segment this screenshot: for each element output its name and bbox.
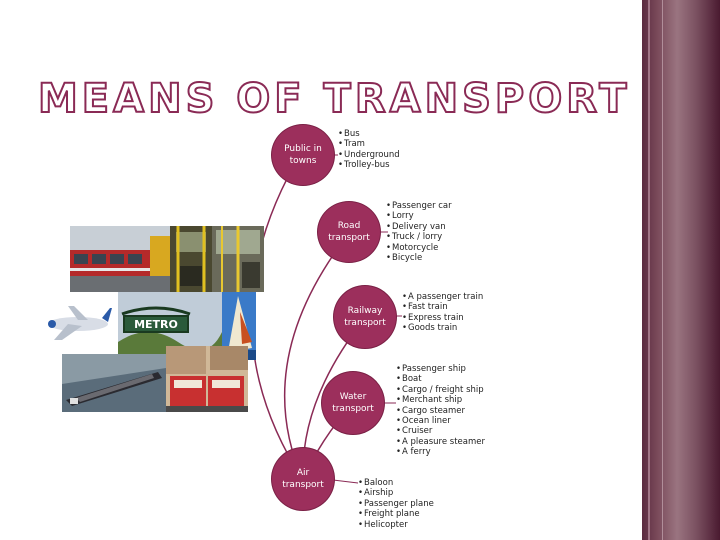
list-item: Passenger ship (396, 364, 485, 374)
water-transport-list: Passenger ship Boat Cargo / freight ship… (396, 364, 485, 458)
list-item: Bus (338, 129, 400, 139)
list-item: Passenger plane (358, 499, 434, 509)
line-air-list (333, 480, 358, 483)
trams-street-photo (166, 346, 248, 412)
list-item: Fast train (402, 302, 483, 312)
list-item: Freight plane (358, 509, 434, 519)
water-transport-label: Water transport (331, 391, 375, 415)
metro-sign-text: METRO (134, 318, 178, 331)
list-item: Boat (396, 374, 485, 384)
list-item: Bicycle (386, 253, 452, 263)
water-transport-node: Water transport (322, 372, 384, 434)
bus-interior-photo (170, 226, 212, 292)
tram-interior-photo (212, 226, 264, 292)
line-air-public (252, 150, 304, 480)
list-item: Truck / lorry (386, 232, 452, 242)
airplane-photo (38, 300, 114, 346)
list-item: Delivery van (386, 222, 452, 232)
list-item: A ferry (396, 447, 485, 457)
road-transport-label: Road transport (327, 220, 371, 244)
list-item: A pleasure steamer (396, 437, 485, 447)
list-item: Ocean liner (396, 416, 485, 426)
railway-transport-node: Railway transport (334, 286, 396, 348)
public-transport-label: Public in towns (281, 143, 325, 167)
list-item: Goods train (402, 323, 483, 333)
cargo-ship-photo (62, 354, 166, 412)
decorative-side-panel (642, 0, 720, 540)
list-item: Baloon (358, 478, 434, 488)
public-transport-list: Bus Tram Underground Trolley-bus (338, 129, 400, 171)
list-item: Underground (338, 150, 400, 160)
railway-transport-label: Railway transport (343, 305, 387, 329)
public-transport-node: Public in towns (272, 125, 334, 185)
list-item: Lorry (386, 211, 452, 221)
list-item: A passenger train (402, 292, 483, 302)
railway-transport-list: A passenger train Fast train Express tra… (402, 292, 483, 334)
list-item: Motorcycle (386, 243, 452, 253)
list-item: Cruiser (396, 426, 485, 436)
list-item: Cargo steamer (396, 406, 485, 416)
list-item: Merchant ship (396, 395, 485, 405)
list-item: Helicopter (358, 520, 434, 530)
line-air-road (285, 232, 350, 480)
air-transport-list: Baloon Airship Passenger plane Freight p… (358, 478, 434, 530)
train-platform-photo (70, 226, 170, 292)
metro-sign-photo: METRO (118, 292, 222, 354)
list-item: Express train (402, 313, 483, 323)
list-item: Cargo / freight ship (396, 385, 485, 395)
list-item: Tram (338, 139, 400, 149)
road-transport-node: Road transport (318, 202, 380, 262)
air-transport-label: Air transport (281, 467, 325, 491)
list-item: Trolley-bus (338, 160, 400, 170)
list-item: Airship (358, 488, 434, 498)
air-transport-node: Air transport (272, 448, 334, 510)
road-transport-list: Passenger car Lorry Delivery van Truck /… (386, 201, 452, 263)
list-item: Passenger car (386, 201, 452, 211)
